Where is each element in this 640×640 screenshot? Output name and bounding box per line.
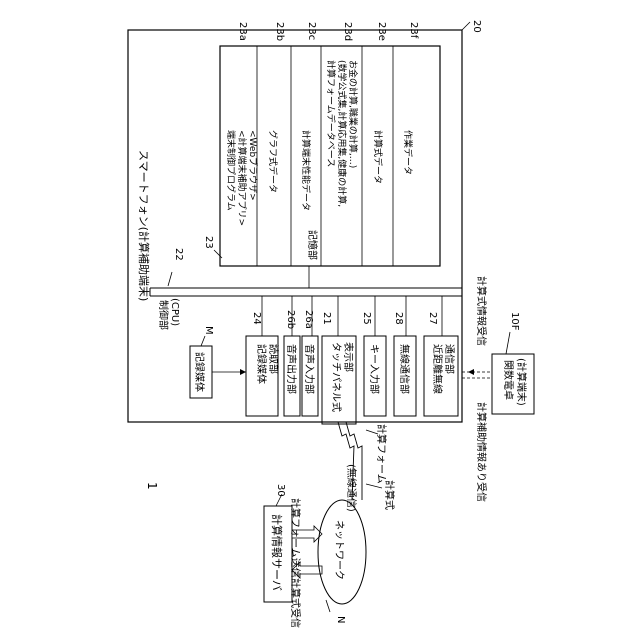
- unit-21-ref: 21: [321, 312, 332, 325]
- storage-box: 23 記憶部 23a 23b 23c 23d 23e 23f 端末制御プログラム…: [203, 22, 440, 266]
- section-23d-line1: 計算フォームデータベース: [325, 60, 337, 167]
- unit-27-line2: 通信部: [443, 344, 456, 374]
- unit-24-ref: 24: [251, 312, 262, 325]
- unit-21: タッチパネル式 表示部 21: [321, 312, 356, 424]
- section-23f-line1: 作業データ: [402, 130, 414, 175]
- unit-26b-label: 音声出力部: [285, 344, 298, 394]
- section-23a-line2: <計算端末補助アプリ>: [236, 130, 248, 226]
- calculator-box: 関数電卓 (計算端末) 10F: [492, 312, 534, 414]
- unit-25-label: キー入力部: [368, 344, 381, 394]
- section-ref-23e: 23e: [376, 22, 387, 41]
- calculator-line1: 関数電卓: [502, 360, 515, 400]
- unit-28-ref: 28: [393, 312, 404, 325]
- section-ref-23c: 23c: [306, 22, 317, 40]
- unit-24: 記録媒体 読取部 24: [246, 312, 280, 416]
- unit-26a-label: 音声入力部: [303, 344, 316, 394]
- calc-formula-label: 計算式: [383, 480, 396, 510]
- calc-form-label: 計算フォーム: [375, 424, 388, 484]
- unit-21-line1: タッチパネル式: [330, 342, 343, 412]
- aux-receive-label: 計算補助情報あり受信: [475, 402, 488, 502]
- section-23a-line1: 端末制御プログラム: [225, 130, 237, 211]
- unit-24-line1: 記録媒体: [255, 344, 268, 384]
- calculator-ref: 10F: [509, 312, 520, 331]
- section-23a-line3: <Webブラウザ>: [247, 130, 259, 201]
- server-label: 計算情報サーバ: [270, 514, 284, 591]
- section-ref-23b: 23b: [274, 22, 285, 41]
- unit-28: 無線通信部 28: [393, 312, 416, 416]
- server-ref: 30: [275, 484, 286, 497]
- section-ref-23d: 23d: [342, 22, 353, 41]
- section-23d-line2: (数学公式集,計算応用集,健康の計算,: [336, 60, 348, 207]
- section-ref-23f: 23f: [408, 22, 419, 39]
- unit-27-line1: 近距離無線: [431, 344, 444, 394]
- network-ref: N: [335, 616, 346, 623]
- section-23b-line1: グラフ式データ: [267, 130, 279, 193]
- unit-25: キー入力部 25: [361, 312, 386, 416]
- storage-ref: 23: [203, 236, 214, 249]
- figure-ref: 1: [145, 482, 159, 490]
- storage-label: 記憶部: [306, 230, 319, 260]
- info-receive-label: 計算式情報受信: [475, 276, 488, 346]
- medium-label: 記録媒体: [193, 352, 206, 392]
- unit-24-line2: 読取部: [267, 344, 280, 374]
- server-box: 計算情報サーバ 30: [264, 484, 292, 602]
- unit-27-ref: 27: [427, 312, 438, 325]
- form-send-label: 計算フォーム送信: [289, 498, 302, 578]
- control-label: 制御部: [157, 300, 170, 330]
- unit-25-ref: 25: [361, 312, 372, 325]
- unit-28-label: 無線通信部: [398, 344, 411, 394]
- network-label: ネットワーク: [333, 520, 345, 580]
- control-unit: 制御部 (CPU) 22: [157, 248, 184, 330]
- section-23c-line1: 計算端末性能データ: [300, 130, 312, 211]
- calculator-line2: (計算端末): [515, 358, 528, 406]
- network-ellipse: ネットワーク N: [318, 500, 366, 623]
- unit-26b: 音声出力部 26b: [284, 310, 300, 416]
- medium-ref: M: [203, 326, 214, 335]
- unit-21-line2: 表示部: [342, 342, 355, 372]
- formula-receive-label: 計算式受信: [289, 578, 302, 628]
- section-23d-line3: お金の計算,職業の計算,…): [347, 60, 359, 168]
- smartphone-label: スマートフォン(計算補助端末): [137, 150, 151, 301]
- unit-26b-ref: 26b: [285, 310, 296, 329]
- wireless-label: (無線通信): [345, 464, 358, 512]
- control-sub: (CPU): [169, 298, 180, 326]
- short-range-link: [462, 369, 492, 378]
- section-ref-23a: 23a: [237, 22, 248, 41]
- control-ref: 22: [173, 248, 184, 261]
- unit-26a-ref: 26a: [303, 310, 314, 329]
- recording-medium: 記録媒体 M: [190, 326, 246, 398]
- section-23e-line1: 計算式データ: [372, 130, 384, 184]
- unit-26a: 音声入力部 26a: [302, 310, 318, 416]
- unit-27: 近距離無線 通信部 27: [424, 312, 458, 416]
- smartphone-ref: 20: [471, 20, 482, 33]
